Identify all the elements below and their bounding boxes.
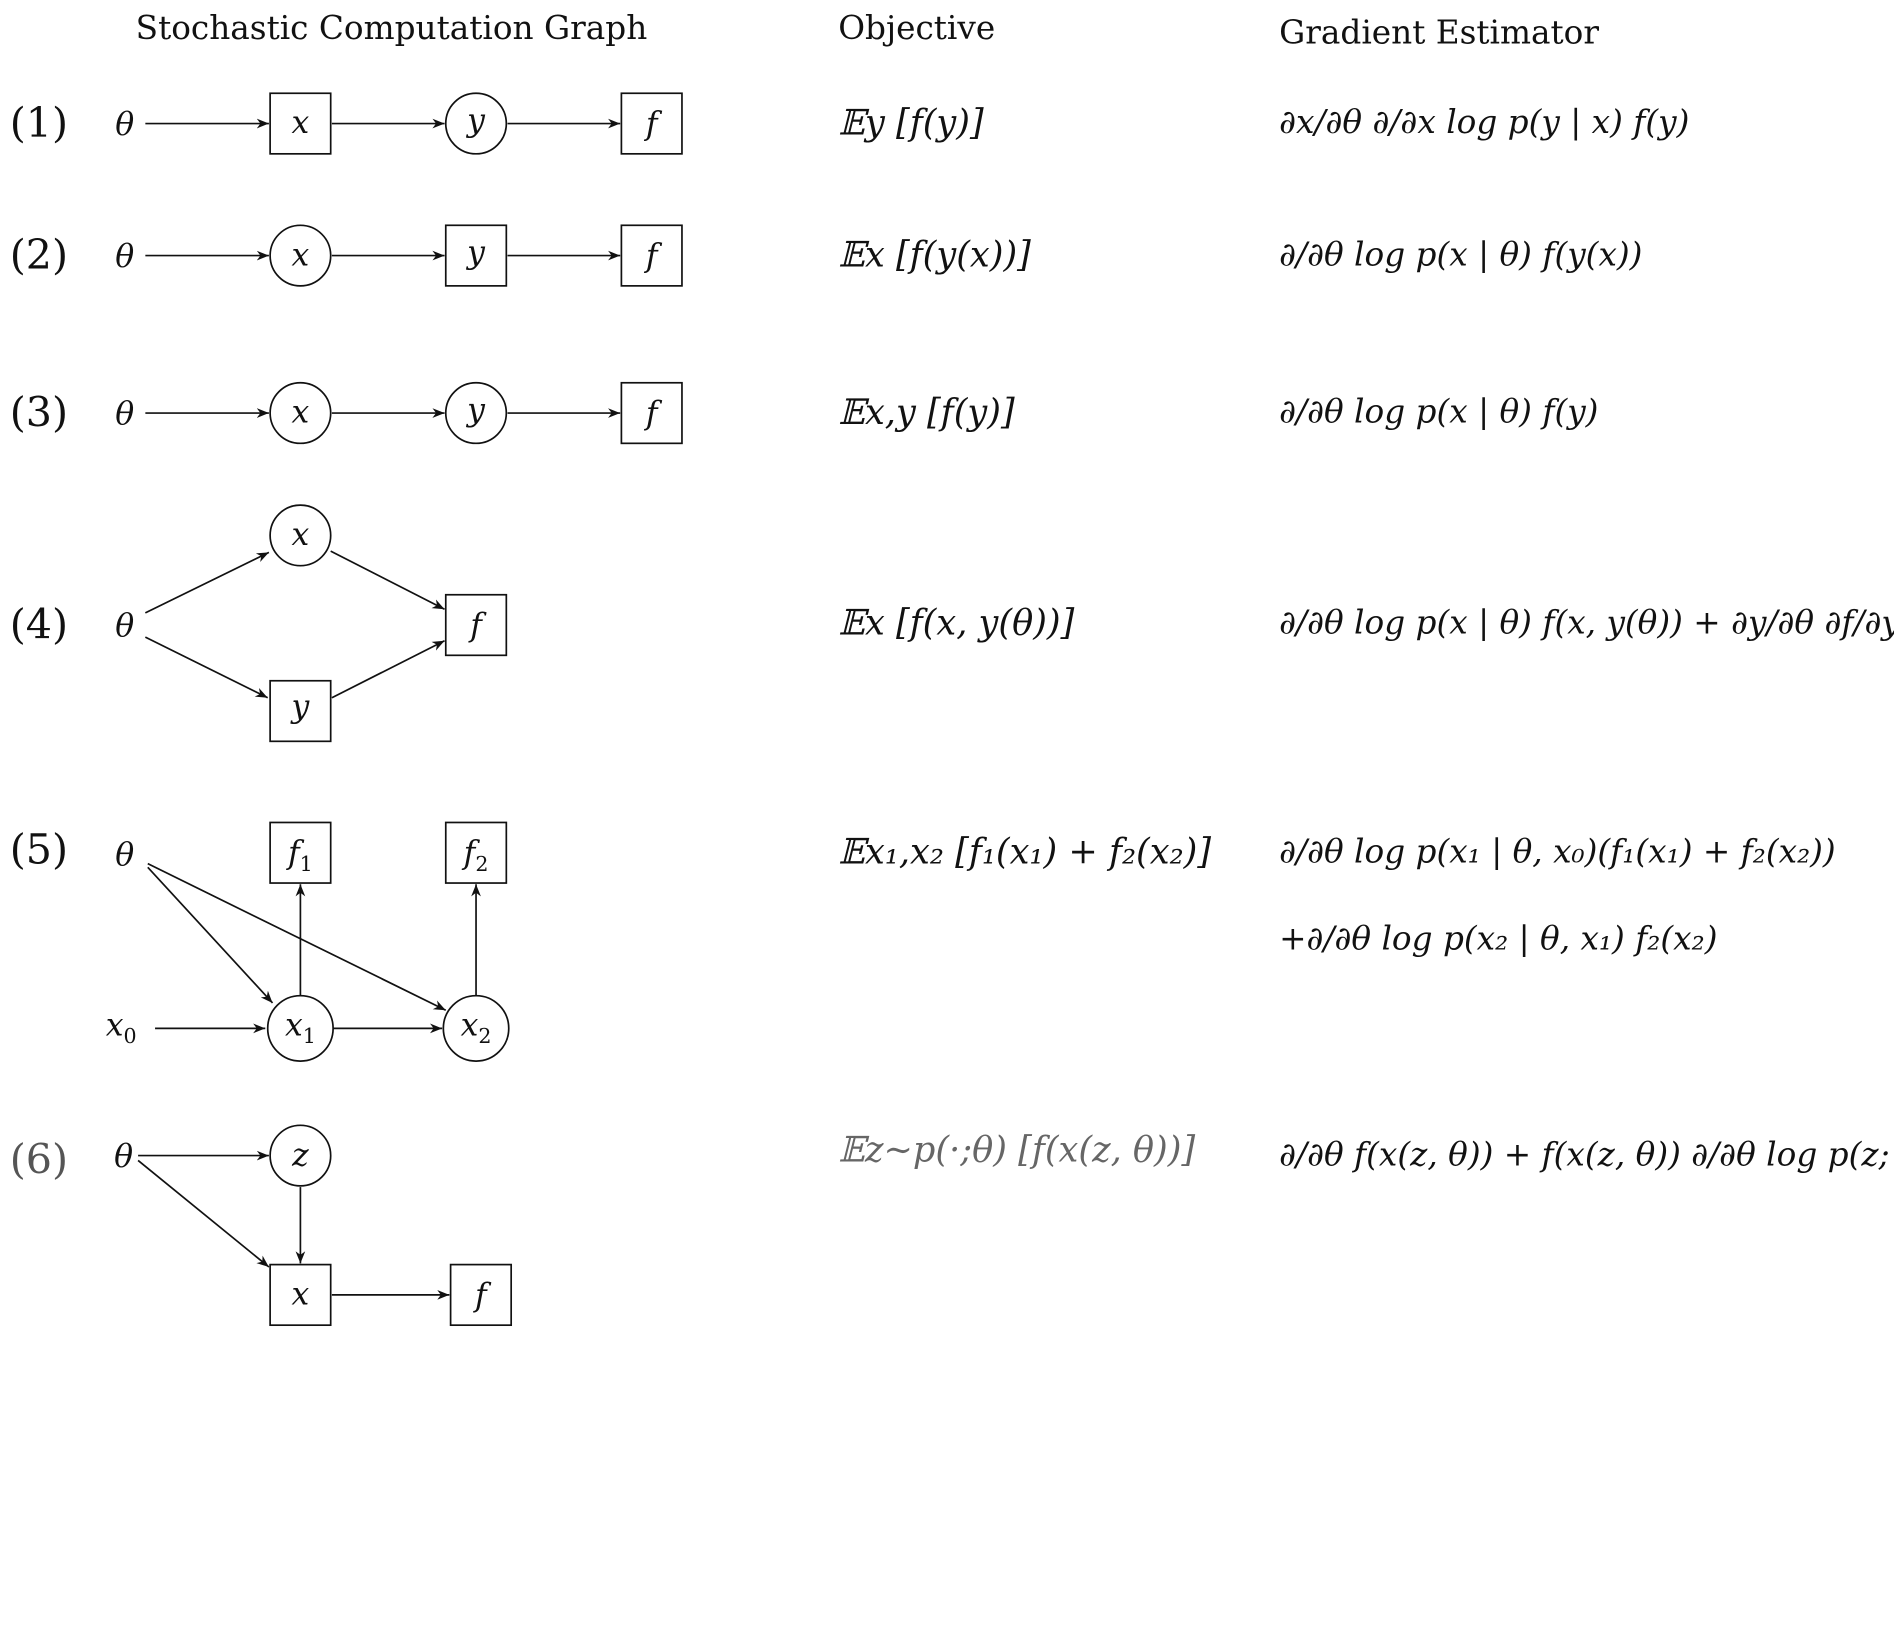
- label-r2-f: f: [644, 238, 663, 274]
- label-r1-x: x: [292, 105, 310, 141]
- edge-r4-x-f: [330, 550, 445, 611]
- row-label-4: (4): [9, 600, 69, 650]
- row-label-2: (2): [9, 231, 69, 280]
- row-label-5: (5): [9, 826, 69, 875]
- label-r2-y: y: [465, 235, 486, 271]
- node-r5-f2-box: [444, 821, 508, 884]
- label-r5-x0: x0: [106, 1008, 137, 1048]
- estimator-1: ∂x/∂θ ∂/∂x log p(y | x) f(y): [1279, 104, 1690, 142]
- node-r2-y-box: [444, 224, 508, 287]
- node-r1-f-box: [620, 92, 683, 155]
- node-r3-y-circle: [444, 381, 508, 445]
- estimator-4: ∂/∂θ log p(x | θ) f(x, y(θ)) + ∂y/∂θ ∂f/…: [1279, 604, 1894, 642]
- label-r5-f2: f2: [462, 836, 489, 876]
- label-r3-theta: θ: [115, 396, 134, 432]
- label-r4-f: f: [468, 608, 487, 644]
- label-r2-x: x: [292, 237, 310, 273]
- label-r3-x: x: [292, 395, 310, 431]
- node-r1-y-circle: [444, 92, 508, 155]
- node-r4-f-box: [444, 593, 508, 657]
- node-r6-x-box: [269, 1263, 332, 1327]
- objective-2: 𝔼x [f(y(x))]: [838, 233, 1031, 275]
- row-label-6: (6): [9, 1136, 69, 1185]
- label-r5-x1: x1: [285, 1008, 316, 1048]
- node-r4-x-circle: [269, 504, 332, 567]
- node-r3-x-circle: [269, 381, 332, 445]
- label-r6-x: x: [292, 1277, 310, 1313]
- estimator-5-line2: +∂/∂θ log p(x₂ | θ, x₁) f₂(x₂): [1279, 920, 1718, 959]
- label-r2-theta: θ: [115, 238, 134, 274]
- edge-r4-y-f: [331, 640, 445, 699]
- objective-6: 𝔼z∼p(·;θ) [f(x(z, θ))]: [838, 1128, 1196, 1171]
- node-r4-y-box: [269, 679, 332, 743]
- estimator-2: ∂/∂θ log p(x | θ) f(y(x)): [1279, 236, 1643, 274]
- objective-1: 𝔼y [f(y)]: [838, 101, 984, 143]
- objective-4: 𝔼x [f(x, y(θ))]: [838, 602, 1075, 644]
- label-r1-y: y: [465, 103, 486, 139]
- node-r5-f1-box: [269, 821, 332, 884]
- node-r3-f-box: [620, 381, 683, 445]
- label-r6-theta: θ: [114, 1138, 133, 1174]
- row-label-3: (3): [9, 388, 69, 438]
- header-graph: Stochastic Computation Graph: [135, 9, 648, 48]
- label-r6-z: z: [291, 1137, 309, 1173]
- label-r4-theta: θ: [115, 608, 134, 644]
- objective-5: 𝔼x₁,x₂ [f₁(x₁) + f₂(x₂)]: [838, 830, 1212, 873]
- estimator-3: ∂/∂θ log p(x | θ) f(y): [1279, 393, 1599, 432]
- label-r1-f: f: [644, 106, 663, 142]
- node-r1-x-box: [269, 92, 332, 155]
- node-r2-x-circle: [269, 224, 332, 287]
- node-r6-f-box: [449, 1263, 513, 1327]
- edge-r4-theta-x: [144, 551, 270, 614]
- label-r3-f: f: [644, 396, 663, 432]
- graph-diagrams: θ x y f θ x y f θ x y f θ x f y θ f1 f2 …: [106, 92, 683, 1327]
- objective-3: 𝔼x,y [f(y)]: [838, 391, 1015, 433]
- edge-r5-theta-x1: [147, 866, 274, 1004]
- edge-r6-theta-x: [137, 1159, 270, 1268]
- edge-r5-theta-x2: [147, 862, 447, 1011]
- label-r5-theta: θ: [115, 837, 134, 873]
- estimator-5: ∂/∂θ log p(x₁ | θ, x₀)(f₁(x₁) + f₂(x₂)): [1279, 833, 1836, 871]
- label-r1-theta: θ: [115, 106, 134, 142]
- label-r5-x2: x2: [461, 1008, 492, 1048]
- header-objective: Objective: [838, 9, 996, 48]
- row-label-1: (1): [9, 99, 69, 148]
- label-r4-x: x: [292, 517, 310, 553]
- estimator-6: ∂/∂θ f(x(z, θ)) + f(x(z, θ)) ∂/∂θ log p(…: [1279, 1136, 1894, 1174]
- node-r6-z-circle: [269, 1124, 332, 1187]
- label-r3-y: y: [465, 392, 486, 428]
- label-r6-f: f: [473, 1278, 492, 1314]
- node-r2-f-box: [620, 224, 683, 287]
- header-estimator: Gradient Estimator: [1279, 14, 1599, 53]
- edge-r4-theta-y: [144, 636, 269, 699]
- label-r5-f1: f1: [286, 836, 313, 876]
- label-r4-y: y: [290, 689, 311, 725]
